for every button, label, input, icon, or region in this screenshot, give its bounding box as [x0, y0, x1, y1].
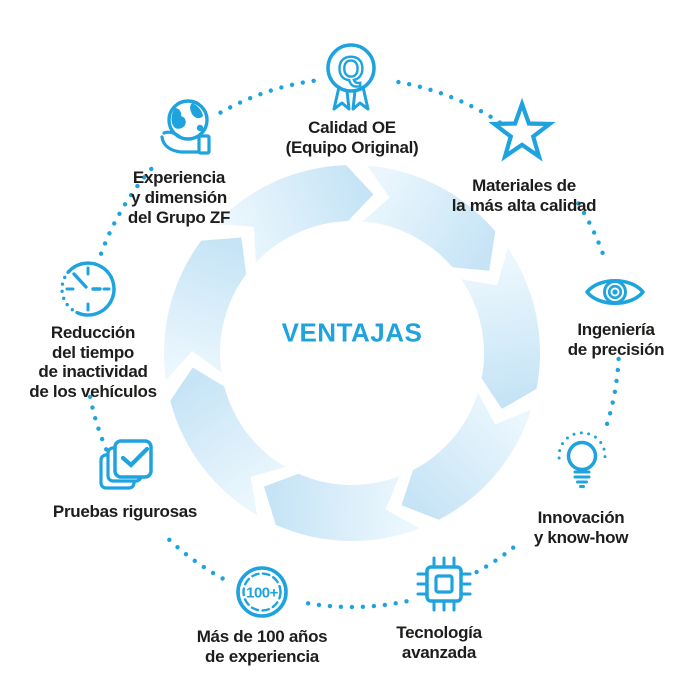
label-line: Innovación [537, 508, 625, 527]
cycle-arrows-ring [164, 165, 540, 542]
cycle-arrow-segment [362, 165, 496, 271]
center-title: VENTAJAS [281, 317, 423, 348]
label-line: la más alta calidad [451, 196, 597, 215]
dotted-connector-circle [86, 78, 621, 610]
lightbulb-icon [557, 431, 607, 488]
dotted-arc [299, 599, 409, 610]
quality-letter: Q [338, 50, 364, 87]
dotted-arc [396, 79, 504, 126]
label-mas-100-anios: Más de 100 años de experiencia [197, 627, 328, 667]
label-tecnologia: Tecnología avanzada [396, 623, 482, 663]
badge-100-icon: 100+ [236, 566, 288, 618]
label-line: de los vehículos [29, 381, 157, 401]
label-innovacion: Innovación y know-how [533, 508, 629, 548]
label-line: de experiencia [205, 647, 319, 666]
label-line: Experiencia [132, 168, 226, 187]
dotted-arc [576, 201, 609, 265]
label-line: y know-how [533, 528, 629, 547]
dotted-arc [601, 356, 621, 437]
label-calidad-oe: Calidad OE (Equipo Original) [286, 118, 419, 158]
label-pruebas: Pruebas rigurosas [53, 502, 197, 522]
label-line: del tiempo [51, 342, 134, 362]
label-line: de inactividad [38, 362, 148, 381]
microchip-icon [416, 556, 472, 612]
cycle-arrow-segment [215, 165, 374, 263]
star-icon [488, 97, 556, 162]
cycle-arrow-segment [461, 247, 540, 409]
cycle-arrow-segment [263, 473, 420, 542]
label-line: Ingeniería [577, 320, 655, 339]
label-line: Pruebas rigurosas [52, 502, 198, 521]
label-reduccion-tiempo: Reducción del tiempo de inactividad de l… [29, 323, 157, 401]
dotted-arc [473, 545, 516, 575]
label-ingenieria: Ingeniería de precisión [568, 320, 665, 360]
dotted-arc [164, 534, 225, 581]
globe-hand-icon [160, 99, 211, 155]
cycle-arrow-segment [170, 367, 286, 516]
label-line: del Grupo ZF [127, 208, 231, 227]
label-line: Materiales de [472, 176, 576, 195]
label-line: Reducción [50, 323, 136, 342]
label-line: Tecnología [396, 623, 482, 642]
label-line: Más de 100 años [196, 627, 328, 646]
label-line: de precisión [567, 340, 665, 359]
label-line: avanzada [401, 643, 477, 662]
badge-100-text: 100+ [246, 584, 279, 601]
checked-documents-icon [99, 439, 153, 490]
clock-icon [60, 261, 116, 317]
label-materiales: Materiales de la más alta calidad [452, 176, 597, 216]
eye-icon [585, 279, 645, 305]
label-line: Calidad OE [308, 118, 396, 137]
quality-medal-icon: Q [326, 43, 376, 111]
label-line: y dimensión [131, 188, 227, 207]
cycle-arrow-segment [401, 392, 532, 520]
dotted-arc [218, 78, 317, 115]
label-experiencia-zf: Experiencia y dimensión del Grupo ZF [128, 168, 230, 228]
dotted-arc [86, 389, 109, 452]
cycle-arrow-segment [164, 237, 247, 381]
label-line: (Equipo Original) [285, 138, 419, 157]
